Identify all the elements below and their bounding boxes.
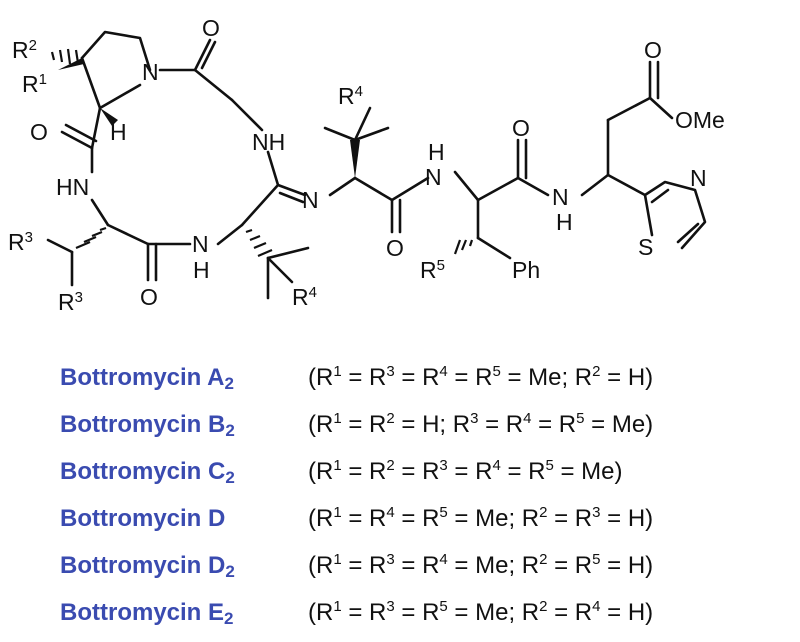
bond [106, 223, 150, 246]
variant-name: Bottromycin D [60, 505, 226, 532]
thiazole-s-label: S [638, 234, 653, 260]
ester-o-label: O [644, 37, 662, 63]
variant-name: Bottromycin A2 [60, 364, 234, 393]
hashed-bond [75, 226, 107, 250]
bond [193, 68, 234, 102]
h-label: H [193, 257, 210, 283]
variant-name: Bottromycin B2 [60, 411, 235, 440]
variant-formula: (R1 = R2 = H; R3 = R4 = R5 = Me) [308, 410, 654, 438]
wedge-bond [100, 108, 118, 126]
bond [648, 96, 674, 120]
bond [650, 188, 670, 204]
bond [90, 198, 110, 227]
bond [476, 176, 520, 202]
amide-n-label: N [425, 164, 442, 190]
bond [353, 126, 390, 142]
bond [90, 106, 102, 150]
h-label: H [428, 139, 445, 165]
thiazole-n-label: N [690, 165, 707, 191]
bond [266, 246, 310, 260]
bond [353, 106, 372, 142]
variant-row: Bottromycin D (R1 = R4 = R5 = Me; R2 = R3… [60, 489, 790, 536]
bond [390, 176, 430, 202]
bond [453, 170, 480, 202]
wedge-bond [58, 58, 84, 70]
ph-label: Ph [512, 257, 540, 283]
variant-row: Bottromycin C2 (R1 = R2 = R3 = R4 = R5 = … [60, 442, 790, 489]
variant-row: Bottromycin D2 (R1 = R3 = R4 = Me; R2 = R… [60, 536, 790, 583]
bond [230, 98, 264, 132]
r3-label: R3 [58, 289, 83, 315]
h-label: H [110, 119, 127, 145]
bond [216, 223, 244, 246]
r4-label: R4 [292, 284, 317, 310]
bond [98, 83, 142, 110]
variant-formula: (R1 = R3 = R4 = Me; R2 = R5 = H) [308, 551, 654, 579]
bond [278, 191, 305, 204]
variant-formula: (R1 = R4 = R5 = Me; R2 = R3 = H) [308, 504, 654, 532]
bond [193, 38, 212, 72]
bond [328, 176, 357, 197]
variant-formula: (R1 = R3 = R4 = R5 = Me; R2 = H) [308, 363, 654, 391]
hashed-bond [245, 228, 273, 258]
bond [240, 183, 280, 227]
bond [476, 236, 512, 260]
r5-label: R5 [420, 257, 445, 283]
bond [60, 130, 94, 150]
hashed-bond [50, 48, 80, 65]
bond [64, 123, 98, 143]
imine-n-label: N [302, 187, 319, 213]
bond [606, 96, 652, 122]
bond [46, 238, 74, 254]
bond [323, 126, 357, 142]
bond [676, 222, 700, 244]
amide-n-label: N [552, 184, 569, 210]
variant-formula: (R1 = R2 = R3 = R4 = R5 = Me) [308, 457, 623, 485]
r1-label: R1 [22, 71, 47, 97]
variant-name: Bottromycin C2 [60, 458, 235, 487]
carbonyl-o-label: O [512, 115, 530, 141]
bond [643, 193, 654, 237]
variant-formula: (R1 = R3 = R5 = Me; R2 = R4 = H) [308, 598, 654, 626]
r3-label: R3 [8, 229, 33, 255]
carbonyl-o-label: O [202, 15, 220, 41]
nh-label: NH [252, 129, 285, 155]
bond [266, 150, 280, 187]
proline-n-label: N [142, 59, 159, 85]
carbonyl-o-label: O [140, 284, 158, 310]
bond [200, 40, 217, 70]
variant-row: Bottromycin B2 (R1 = R2 = H; R3 = R4 = R5… [60, 395, 790, 442]
variant-name: Bottromycin D2 [60, 552, 235, 581]
h-label: H [556, 209, 573, 235]
bottromycin-structure: R2 R1 N O H O HN NH N R4 H N O O N H O O… [8, 15, 725, 315]
bond [266, 256, 294, 284]
ome-label: OMe [675, 107, 725, 133]
carbonyl-o-label: O [30, 119, 48, 145]
pyrrolidine-bond [80, 30, 152, 72]
r2-label: R2 [12, 37, 37, 63]
bond [516, 176, 550, 197]
bond [580, 173, 610, 197]
thiazole-ring [643, 180, 707, 250]
bond [353, 176, 394, 202]
hashed-bond [453, 239, 474, 255]
wedge-bond [350, 140, 360, 178]
bond [606, 173, 647, 197]
bond [80, 56, 102, 110]
hn-label: HN [56, 174, 89, 200]
r4-label: R4 [338, 83, 363, 109]
variant-row: Bottromycin A2 (R1 = R3 = R4 = R5 = Me; R… [60, 348, 790, 395]
variant-legend: Bottromycin A2 (R1 = R3 = R4 = R5 = Me; R… [60, 348, 790, 630]
bond [276, 183, 307, 197]
carbonyl-o-label: O [386, 235, 404, 261]
amide-n-label: N [192, 231, 209, 257]
variant-name: Bottromycin E2 [60, 599, 234, 628]
variant-row: Bottromycin E2 (R1 = R3 = R5 = Me; R2 = R… [60, 583, 790, 630]
